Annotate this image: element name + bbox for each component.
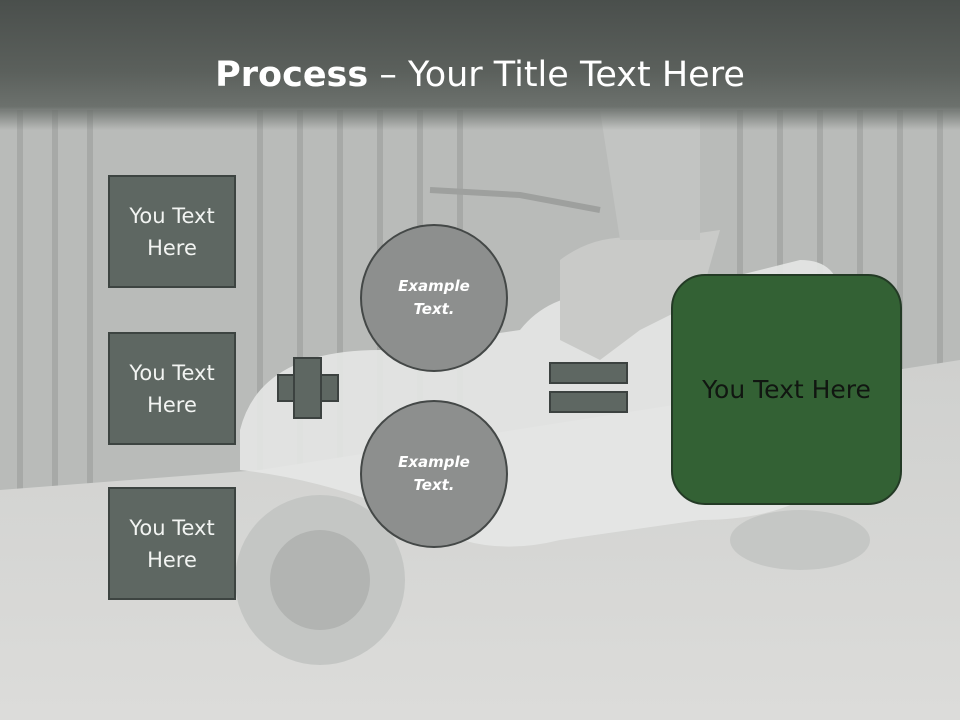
circle-label: Example Text. <box>398 453 470 494</box>
text-box-label: You Text Here <box>129 515 215 572</box>
circle-label: Example Text. <box>398 277 470 318</box>
title-bold: Process <box>215 55 369 95</box>
title-rest: – Your Title Text Here <box>368 55 745 95</box>
page-title: Process – Your Title Text Here <box>0 50 960 100</box>
result-box[interactable]: You Text Here <box>671 274 902 505</box>
text-box-label: You Text Here <box>129 203 215 260</box>
title-band <box>0 0 960 130</box>
text-box-1[interactable]: You Text Here <box>108 175 236 288</box>
example-circle-1[interactable]: Example Text. <box>360 224 508 372</box>
text-box-label: You Text Here <box>129 360 215 417</box>
result-label: You Text Here <box>702 375 871 404</box>
text-box-2[interactable]: You Text Here <box>108 332 236 445</box>
text-box-3[interactable]: You Text Here <box>108 487 236 600</box>
example-circle-2[interactable]: Example Text. <box>360 400 508 548</box>
